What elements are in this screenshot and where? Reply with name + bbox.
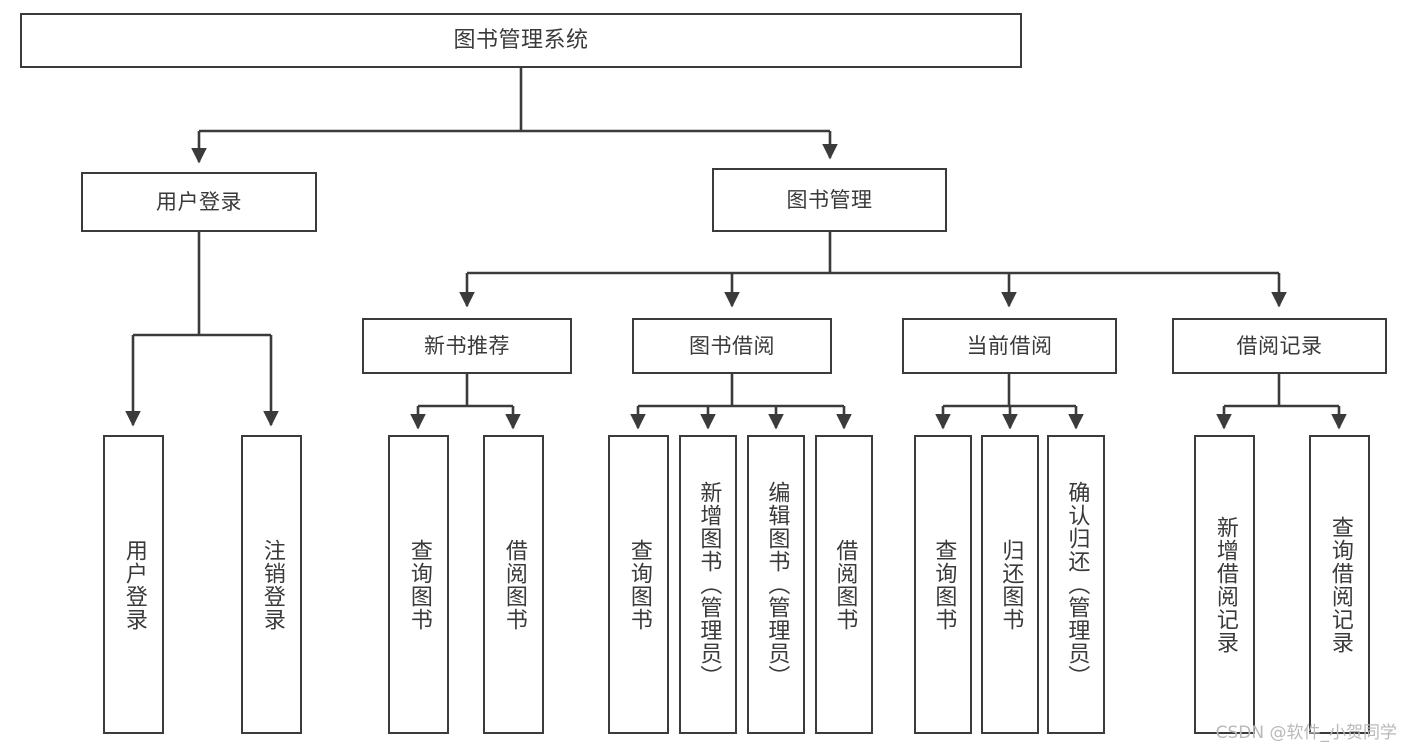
node-book-manage-label: 图书管理 — [786, 187, 873, 212]
node-book-manage[interactable]: 图书管理 — [712, 168, 947, 232]
node-leaf-return-book-label: 归还图书 — [998, 538, 1024, 631]
node-leaf-query-book-2[interactable]: 查询图书 — [608, 435, 669, 734]
node-leaf-add-record[interactable]: 新增借阅记录 — [1194, 435, 1255, 734]
watermark: CSDN @软件_小贺同学 — [1215, 723, 1397, 743]
node-leaf-query-record[interactable]: 查询借阅记录 — [1309, 435, 1370, 734]
node-borrow-record[interactable]: 借阅记录 — [1172, 318, 1387, 374]
node-borrow-record-label: 借阅记录 — [1236, 333, 1323, 358]
node-user-login-label: 用户登录 — [156, 189, 242, 214]
node-leaf-add-book[interactable]: 新增图书（管理员） — [679, 435, 737, 734]
node-new-book-recommend-label: 新书推荐 — [424, 333, 510, 358]
node-leaf-return-book[interactable]: 归还图书 — [981, 435, 1039, 734]
node-leaf-borrow-book-1-label: 借阅图书 — [501, 538, 527, 631]
node-current-borrow-label: 当前借阅 — [966, 333, 1053, 358]
node-leaf-add-record-label: 新增借阅记录 — [1212, 515, 1238, 654]
node-leaf-query-book-1[interactable]: 查询图书 — [388, 435, 449, 734]
node-leaf-query-book-1-label: 查询图书 — [406, 538, 432, 631]
node-leaf-edit-book[interactable]: 编辑图书（管理员） — [747, 435, 805, 734]
node-leaf-borrow-book-2-label: 借阅图书 — [832, 538, 858, 631]
node-leaf-borrow-book-1[interactable]: 借阅图书 — [483, 435, 544, 734]
node-leaf-borrow-book-2[interactable]: 借阅图书 — [815, 435, 873, 734]
node-leaf-confirm-return[interactable]: 确认归还（管理员） — [1047, 435, 1105, 734]
node-leaf-logout-login-label: 注销登录 — [259, 538, 285, 631]
node-leaf-query-book-3[interactable]: 查询图书 — [914, 435, 972, 734]
node-leaf-query-book-2-label: 查询图书 — [626, 538, 652, 631]
node-leaf-edit-book-label: 编辑图书（管理员） — [764, 481, 790, 688]
node-leaf-user-login-label: 用户登录 — [121, 538, 147, 631]
node-book-borrow-label: 图书借阅 — [689, 333, 775, 358]
node-leaf-confirm-return-label: 确认归还（管理员） — [1064, 481, 1090, 688]
node-leaf-logout-login[interactable]: 注销登录 — [241, 435, 302, 734]
node-root-label: 图书管理系统 — [453, 27, 589, 53]
node-leaf-add-book-label: 新增图书（管理员） — [696, 481, 722, 688]
node-book-borrow[interactable]: 图书借阅 — [632, 318, 832, 374]
node-user-login[interactable]: 用户登录 — [81, 172, 317, 232]
node-root[interactable]: 图书管理系统 — [20, 13, 1022, 68]
node-new-book-recommend[interactable]: 新书推荐 — [362, 318, 572, 374]
node-current-borrow[interactable]: 当前借阅 — [902, 318, 1117, 374]
node-leaf-user-login[interactable]: 用户登录 — [103, 435, 164, 734]
node-leaf-query-book-3-label: 查询图书 — [931, 538, 957, 631]
node-leaf-query-record-label: 查询借阅记录 — [1327, 515, 1353, 654]
